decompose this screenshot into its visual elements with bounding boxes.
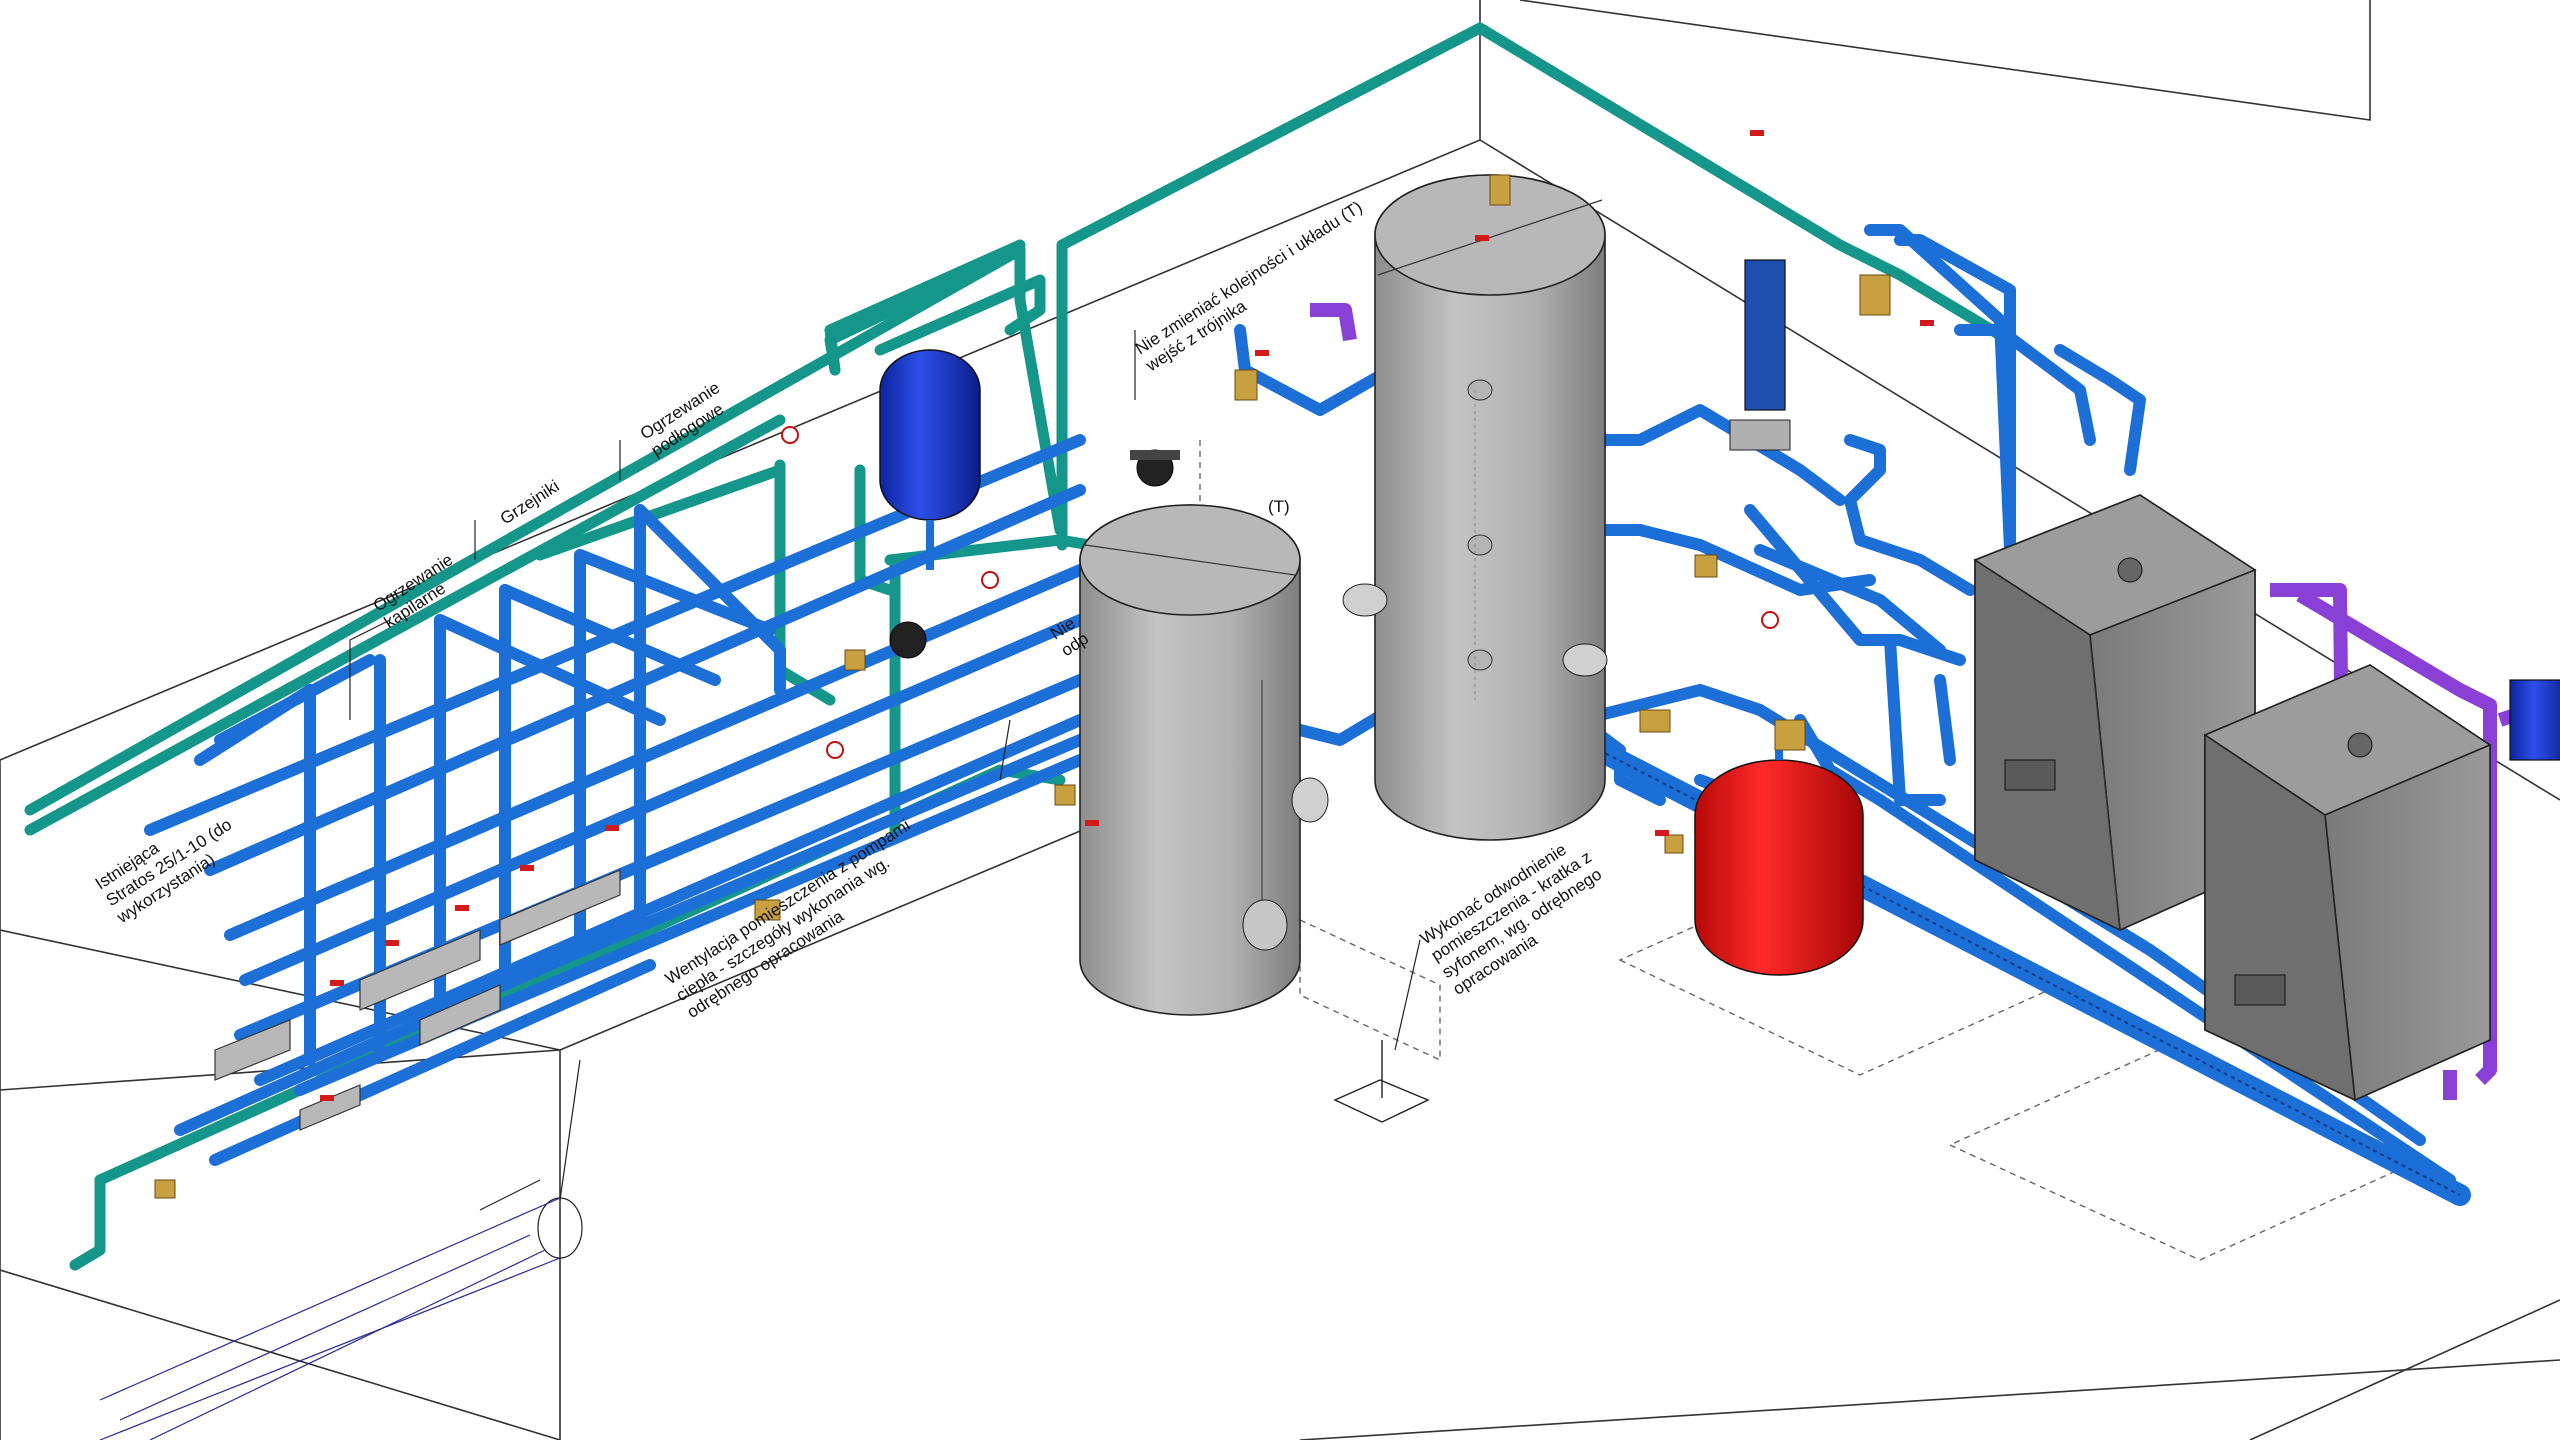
label-tank-t: (T)	[1268, 497, 1290, 516]
label-leaders	[349, 330, 1421, 1201]
manifold-brackets	[214, 869, 621, 1131]
right-edge-buffer	[2509, 679, 2560, 761]
label-drainage: Wykonać odwodnienie pomieszczenia - krat…	[1417, 828, 1621, 999]
drain-grate-icon	[1333, 1040, 1430, 1123]
red-valve-handles	[320, 130, 1934, 1101]
ventilation-duct	[99, 1179, 583, 1441]
thermometer-icon	[781, 426, 1779, 759]
expansion-vessel-red	[1694, 740, 1864, 976]
buffer-tank-right	[1342, 174, 1608, 841]
valve-icon	[154, 174, 1891, 1199]
boiler-unit-2	[2203, 664, 2492, 1102]
boiler-unit-1	[1973, 494, 2257, 932]
expansion-vessel-blue	[879, 349, 981, 570]
pump-icon	[889, 449, 1180, 659]
hydraulic-separator	[1729, 259, 1791, 451]
storage-tank-left	[1079, 504, 1329, 1016]
label-tee-note: Nie zmieniać kolejności i układu (T) wej…	[1131, 195, 1381, 376]
label-tee-note-line: Nie zmieniać kolejności i układu (T)	[1132, 197, 1366, 358]
label-ventilation-line: ciepła - szczegóły wykonania wg.	[673, 853, 893, 1005]
